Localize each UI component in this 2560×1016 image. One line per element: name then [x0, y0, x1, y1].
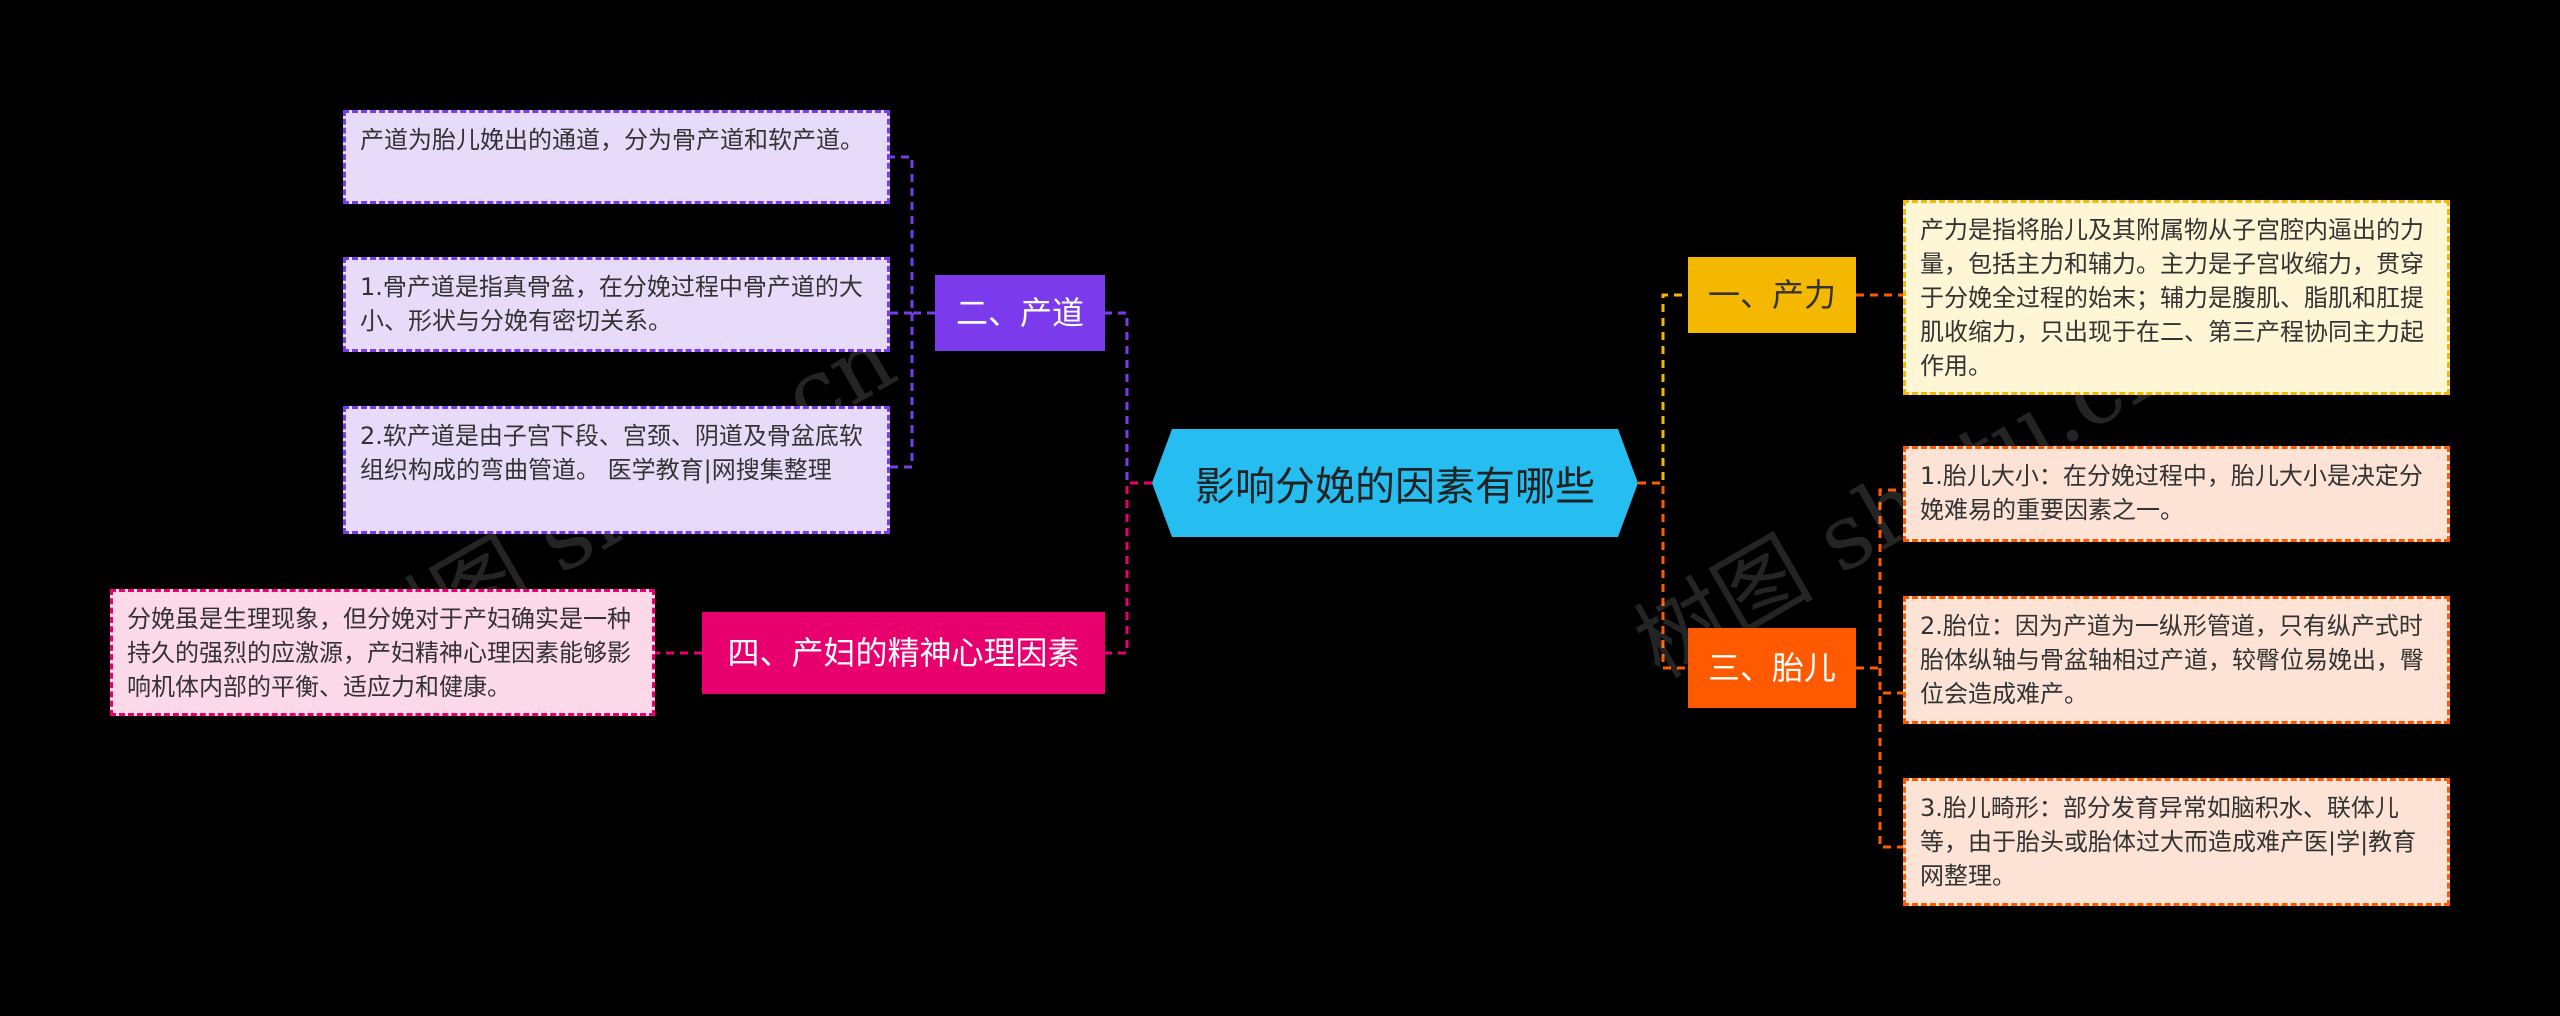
leaf-taier-1-text: 1.胎儿大小：在分娩过程中，胎儿大小是决定分娩难易的重要因素之一。 — [1920, 462, 2423, 524]
leaf-chandao-2-text: 1.骨产道是指真骨盆，在分娩过程中骨产道的大小、形状与分娩有密切关系。 — [360, 273, 863, 335]
connector-root-taier — [1638, 481, 1688, 670]
root-topic-label: 影响分娩的因素有哪些 — [1195, 464, 1595, 510]
connector-chandao-leaves — [890, 155, 935, 469]
leaf-taier-3[interactable]: 3.胎儿畸形：部分发育异常如脑积水、联体儿等，由于胎头或胎体过大而造成难产医|学… — [1903, 778, 2450, 906]
branch-chanli-label: 一、产力 — [1707, 276, 1836, 314]
connector-root-chandao — [1105, 311, 1152, 485]
leaf-jingshen-1[interactable]: 分娩虽是生理现象，但分娩对于产妇确实是一种持久的强烈的应激源，产妇精神心理因素能… — [110, 589, 655, 716]
leaf-chandao-3[interactable]: 2.软产道是由子宫下段、宫颈、阴道及骨盆底软组织构成的弯曲管道。 医学教育|网搜… — [343, 406, 890, 534]
branch-chandao[interactable]: 二、产道 — [935, 275, 1105, 351]
connector-taier-leaves — [1856, 488, 1903, 849]
connector-root-chanli — [1638, 293, 1688, 485]
branch-jingshen[interactable]: 四、产妇的精神心理因素 — [702, 612, 1105, 694]
leaf-chanli-1[interactable]: 产力是指将胎儿及其附属物从子宫腔内逼出的力量，包括主力和辅力。主力是子宫收缩力，… — [1903, 200, 2450, 395]
root-shape — [1152, 429, 1638, 537]
leaf-taier-2[interactable]: 2.胎位：因为产道为一纵形管道，只有纵产式时胎体纵轴与骨盆轴相过产道，较臀位易娩… — [1903, 596, 2450, 724]
leaf-chandao-3-text: 2.软产道是由子宫下段、宫颈、阴道及骨盆底软组织构成的弯曲管道。 医学教育|网搜… — [360, 422, 863, 484]
leaf-chandao-1-text: 产道为胎儿娩出的通道，分为骨产道和软产道。 — [360, 126, 864, 154]
branch-chanli[interactable]: 一、产力 — [1688, 257, 1856, 333]
branch-taier-label: 三、胎儿 — [1707, 649, 1836, 687]
root-topic[interactable]: 影响分娩的因素有哪些 — [1172, 429, 1618, 537]
leaf-taier-1[interactable]: 1.胎儿大小：在分娩过程中，胎儿大小是决定分娩难易的重要因素之一。 — [1903, 446, 2450, 542]
leaf-jingshen-1-text: 分娩虽是生理现象，但分娩对于产妇确实是一种持久的强烈的应激源，产妇精神心理因素能… — [127, 605, 631, 701]
leaf-taier-3-text: 3.胎儿畸形：部分发育异常如脑积水、联体儿等，由于胎头或胎体过大而造成难产医|学… — [1920, 794, 2417, 890]
leaf-taier-2-text: 2.胎位：因为产道为一纵形管道，只有纵产式时胎体纵轴与骨盆轴相过产道，较臀位易娩… — [1920, 612, 2424, 708]
branch-chandao-label: 二、产道 — [955, 294, 1084, 332]
connector-root-jingshen — [1105, 481, 1152, 655]
branch-jingshen-label: 四、产妇的精神心理因素 — [727, 634, 1080, 672]
leaf-chandao-1[interactable]: 产道为胎儿娩出的通道，分为骨产道和软产道。 — [343, 110, 890, 204]
branch-taier[interactable]: 三、胎儿 — [1688, 628, 1856, 708]
leaf-chanli-1-text: 产力是指将胎儿及其附属物从子宫腔内逼出的力量，包括主力和辅力。主力是子宫收缩力，… — [1920, 216, 2424, 380]
leaf-chandao-2[interactable]: 1.骨产道是指真骨盆，在分娩过程中骨产道的大小、形状与分娩有密切关系。 — [343, 257, 890, 352]
